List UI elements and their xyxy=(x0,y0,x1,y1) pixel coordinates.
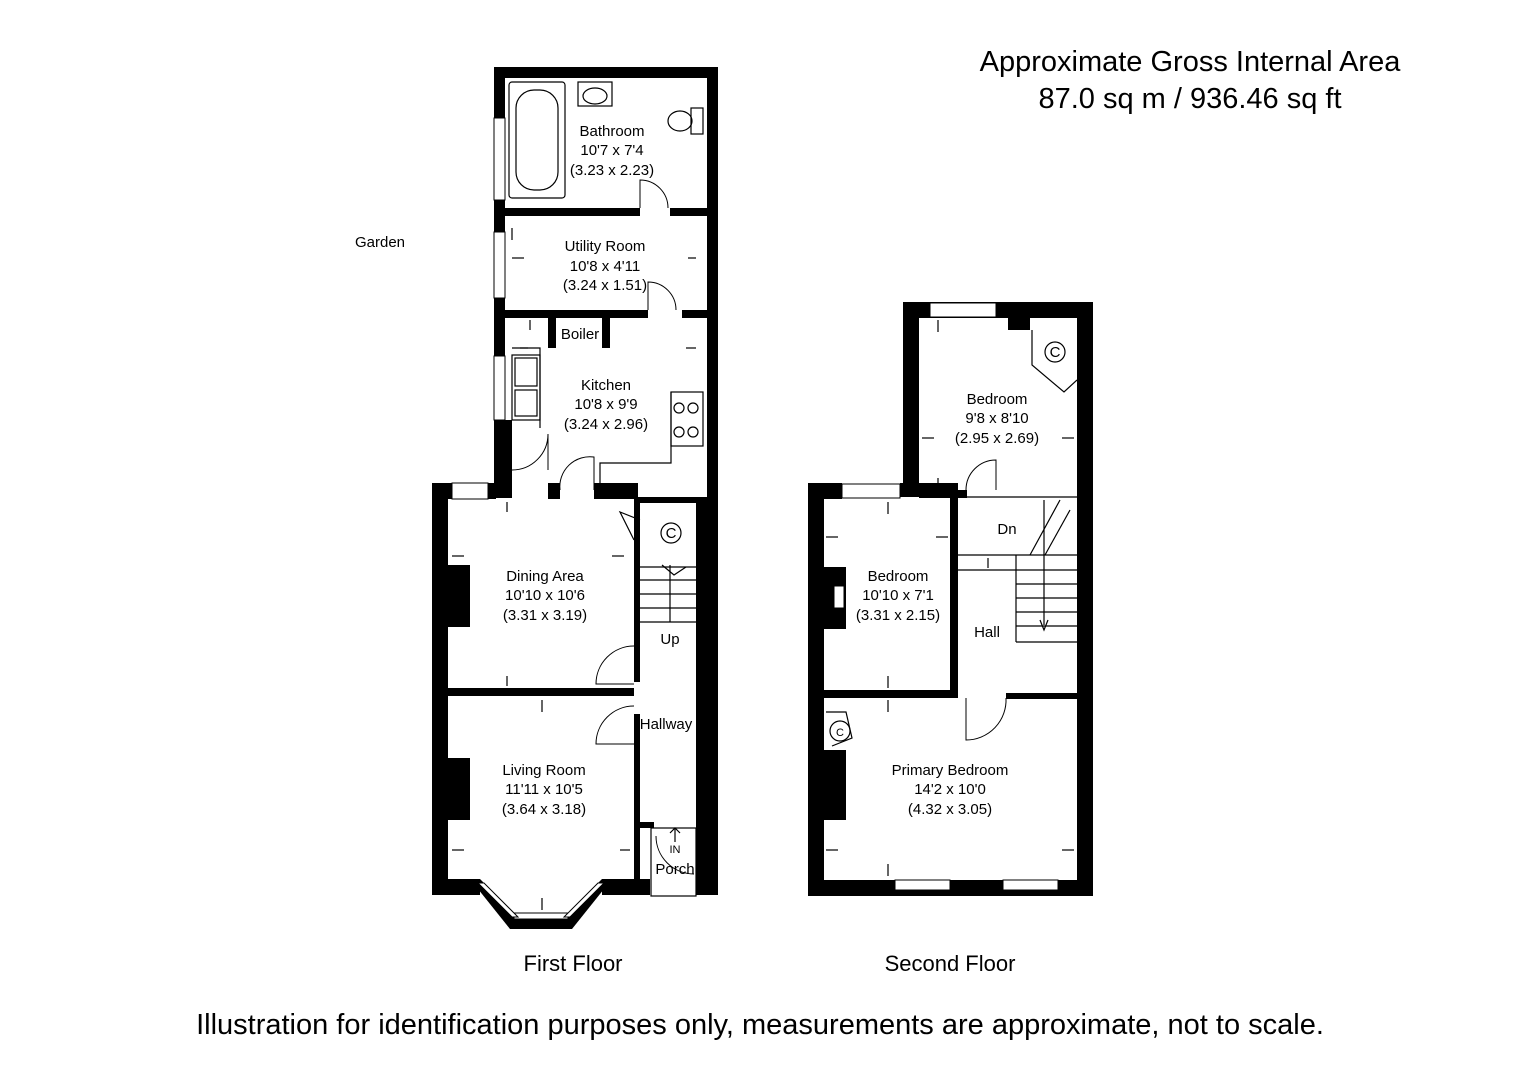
boiler-label: Boiler xyxy=(561,326,599,343)
kitchen-metric: (3.24 x 2.96) xyxy=(564,416,648,433)
bathroom-imperial: 10'7 x 7'4 xyxy=(580,142,643,159)
dining-imperial: 10'10 x 10'6 xyxy=(505,587,585,604)
porch-label: Porch xyxy=(655,861,694,878)
disclaimer: Illustration for identification purposes… xyxy=(196,1009,1324,1041)
bedroom-rear-imperial: 9'8 x 8'10 xyxy=(965,410,1028,427)
bedroom-rear-name: Bedroom xyxy=(967,391,1028,408)
toilet-icon xyxy=(667,107,704,135)
utility-name: Utility Room xyxy=(565,238,646,255)
bathroom-name: Bathroom xyxy=(579,123,644,140)
primary-bedroom-metric: (4.32 x 3.05) xyxy=(908,801,992,818)
first-floor-caption: First Floor xyxy=(524,951,623,976)
basin-icon xyxy=(577,81,613,107)
gross-area-value: 87.0 sq m / 936.46 sq ft xyxy=(1038,83,1341,115)
bedroom-middle-name: Bedroom xyxy=(868,568,929,585)
cupboard-rear-label: C xyxy=(1050,344,1061,361)
first-floor-plan: C Bathr xyxy=(432,67,718,929)
up-label: Up xyxy=(660,631,679,648)
sink-icon xyxy=(511,354,541,421)
hob-icon xyxy=(670,391,704,447)
kitchen-imperial: 10'8 x 9'9 xyxy=(574,396,637,413)
entry-label: IN xyxy=(670,844,681,856)
second-floor-plan: C C xyxy=(808,302,1093,896)
staircase-up xyxy=(640,564,696,623)
primary-bedroom-imperial: 14'2 x 10'0 xyxy=(914,781,986,798)
down-label: Dn xyxy=(997,521,1016,538)
living-metric: (3.64 x 3.18) xyxy=(502,801,586,818)
entry-arrow-icon xyxy=(669,827,681,842)
bedroom-rear-metric: (2.95 x 2.69) xyxy=(955,430,1039,447)
living-imperial: 11'11 x 10'5 xyxy=(505,781,583,798)
bedroom-middle-imperial: 10'10 x 7'1 xyxy=(862,587,934,604)
bathtub-icon xyxy=(508,81,566,199)
bedroom-middle-metric: (3.31 x 2.15) xyxy=(856,607,940,624)
kitchen-name: Kitchen xyxy=(581,377,631,394)
garden-label: Garden xyxy=(355,234,405,251)
dining-metric: (3.31 x 3.19) xyxy=(503,607,587,624)
utility-imperial: 10'8 x 4'11 xyxy=(570,258,641,275)
staircase-down xyxy=(958,496,1077,643)
dimension-markers-second xyxy=(826,320,1074,876)
primary-bedroom-name: Primary Bedroom xyxy=(892,762,1009,779)
bathroom-metric: (3.23 x 2.23) xyxy=(570,162,654,179)
gross-area-title: Approximate Gross Internal Area xyxy=(980,46,1402,78)
cupboard-primary-label: C xyxy=(836,727,844,739)
utility-metric: (3.24 x 1.51) xyxy=(563,277,647,294)
dining-name: Dining Area xyxy=(506,568,584,585)
living-name: Living Room xyxy=(502,762,585,779)
dimension-markers xyxy=(452,228,696,910)
hallway-label: Hallway xyxy=(640,716,693,733)
hall-label: Hall xyxy=(974,624,1000,641)
second-floor-caption: Second Floor xyxy=(885,951,1016,976)
cupboard-label: C xyxy=(666,525,677,542)
